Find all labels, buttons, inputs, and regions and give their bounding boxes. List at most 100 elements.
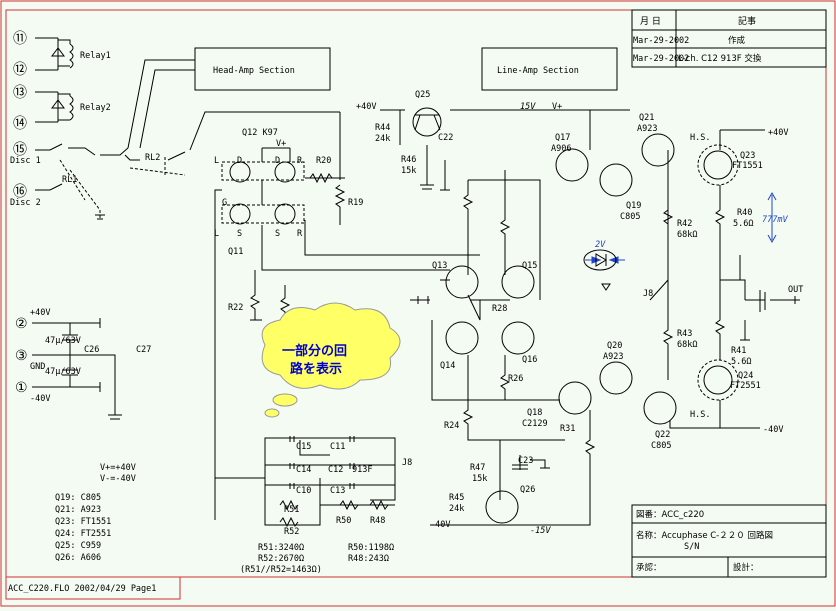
terminal-15: ⑮ (13, 142, 27, 158)
note-parallel: (R51//R52=1463Ω) (240, 565, 322, 575)
q12-vplus: V+ (276, 139, 286, 149)
line-amp-label: Line-Amp Section (497, 66, 579, 76)
rl2-label: RL2 (145, 153, 160, 163)
j8-label: J8 (643, 289, 653, 299)
r31-label: R31 (560, 424, 575, 434)
fet-pin-d2: D (275, 156, 280, 166)
hs1-label: H.S. (690, 133, 710, 143)
c22-label: C22 (438, 133, 453, 143)
part-q23: Q23: FT1551 (55, 517, 111, 527)
inner-border (5, 9, 827, 578)
q18-type: C2129 (522, 419, 548, 429)
head-amp-box (194, 47, 331, 91)
q19-type: C805 (620, 212, 640, 222)
drawing-name: 名称：Accuphase C-２２０ 回路図 (636, 530, 773, 541)
fet-pin-s1: S (237, 229, 242, 239)
q17-label: Q17 (555, 133, 570, 143)
q20-label: Q20 (607, 341, 622, 351)
v15-label: 15V (520, 102, 536, 112)
q21-type: A923 (637, 124, 657, 134)
r51-label: R51 (284, 505, 299, 515)
r43-value: 68kΩ (677, 340, 697, 350)
q20-type: A923 (603, 352, 623, 362)
fet-pin-r2: R (297, 229, 303, 239)
part-q19: Q19: C805 (55, 493, 101, 503)
r40-value: 5.6Ω (733, 219, 753, 229)
revision-date-2: Mar-29-2002 (633, 54, 689, 64)
r28-label: R28 (492, 304, 507, 314)
fet-pin-l2: L (214, 229, 219, 239)
q22-type: C805 (651, 441, 671, 451)
q15-label: Q15 (522, 261, 537, 271)
r24-label: R24 (444, 421, 459, 431)
r22-label: R22 (228, 303, 243, 313)
fet-pin-r1: R (297, 156, 303, 166)
q17-type: A906 (551, 144, 571, 154)
part-q26: Q26: A606 (55, 553, 101, 563)
terminal-13: ⑬ (13, 85, 27, 101)
terminal-1: ① (15, 380, 28, 396)
plus40-top-label: +40V (356, 102, 376, 112)
fet-pin-s2: S (275, 229, 280, 239)
minus15-label: -15V (530, 526, 551, 536)
q12-label: Q12 K97 (242, 128, 278, 138)
two-volt-label: 2V (595, 240, 606, 250)
vplus-note: V+=+40V (100, 463, 136, 473)
disc1-label: Disc 1 (10, 156, 41, 166)
revision-note-1: 作成 (728, 35, 746, 46)
mv777-label: 777mV (762, 215, 788, 225)
design-label: 設計： (733, 562, 759, 573)
r45-label: R45 (449, 493, 464, 503)
q12-dual-fet: Q12 K97 V+ L D D R G L S S R R20 R19 Q11… (214, 112, 480, 520)
fet-pin-d1: D (237, 156, 242, 166)
r26-label: R26 (508, 374, 523, 384)
callout-cloud: 一部分の回 路を表示 (261, 302, 401, 418)
c10-label: C10 (296, 486, 311, 496)
terminal-11: ⑪ (13, 31, 27, 47)
revision-date-1: Mar-29-2002 (633, 36, 689, 46)
vplus-rail-label: V+ (552, 102, 562, 112)
c11-label: C11 (330, 442, 345, 452)
callout-line1: 一部分の回 (282, 343, 347, 359)
r41-value: 5.6Ω (731, 357, 751, 367)
q24-type: FT2551 (730, 381, 761, 391)
footer-file-label: ACC_C220.FLO 2002/04/29 Page1 (8, 584, 156, 594)
r41-label: R41 (731, 346, 746, 356)
footer-tab: ACC_C220.FLO 2002/04/29 Page1 (5, 576, 181, 600)
q23-label: Q23 (740, 151, 755, 161)
minus40-out-label: -40V (763, 425, 783, 435)
r42-label: R42 (677, 219, 692, 229)
cap-47u-a: 47μ/63V (45, 336, 81, 346)
q14-label: Q14 (440, 361, 455, 371)
title-block: 図番：ACC_c220 名称：Accuphase C-２２０ 回路図 S/N 承… (631, 504, 827, 578)
c15-label: C15 (296, 442, 311, 452)
q18-label: Q18 (527, 408, 542, 418)
r44-value: 24k (375, 134, 390, 144)
q11-label: Q11 (228, 247, 243, 257)
r50-label: R50 (336, 516, 351, 526)
q26-label: Q26 (520, 485, 535, 495)
rl1-label: RL1 (62, 175, 77, 185)
r43-label: R43 (677, 329, 692, 339)
q19-label: Q19 (626, 201, 641, 211)
q25-label: Q25 (415, 90, 430, 100)
c23-label: C23 (518, 456, 533, 466)
r52-label: R52 (284, 527, 299, 537)
gnd-label: GND (30, 362, 45, 372)
relay1-label: Relay1 (80, 51, 111, 61)
note-r50: R50:1198Ω (348, 543, 394, 553)
diff-amp: Q13 Q15 R28 Q14 Q16 R26 R24 2V (410, 170, 625, 441)
approval-label: 承認： (636, 562, 662, 573)
c26-label: C26 (84, 345, 99, 355)
r42-value: 68kΩ (677, 230, 697, 240)
c12-value: 913F (352, 465, 372, 475)
head-amp-label: Head-Amp Section (213, 66, 295, 76)
c14-label: C14 (296, 465, 311, 475)
fet-pin-l1: L (214, 156, 219, 166)
current-source: R47 15k C23 Q26 R45 24k -40V -15V (430, 440, 551, 536)
relay-input-section: ⑪ ⑫ ⑬ ⑭ ⑮ ⑯ Disc 1 Disc 2 Relay1 Relay2 … (10, 31, 340, 220)
revision-header-date: 月 日 (640, 16, 661, 27)
terminal-14: ⑭ (13, 116, 27, 132)
